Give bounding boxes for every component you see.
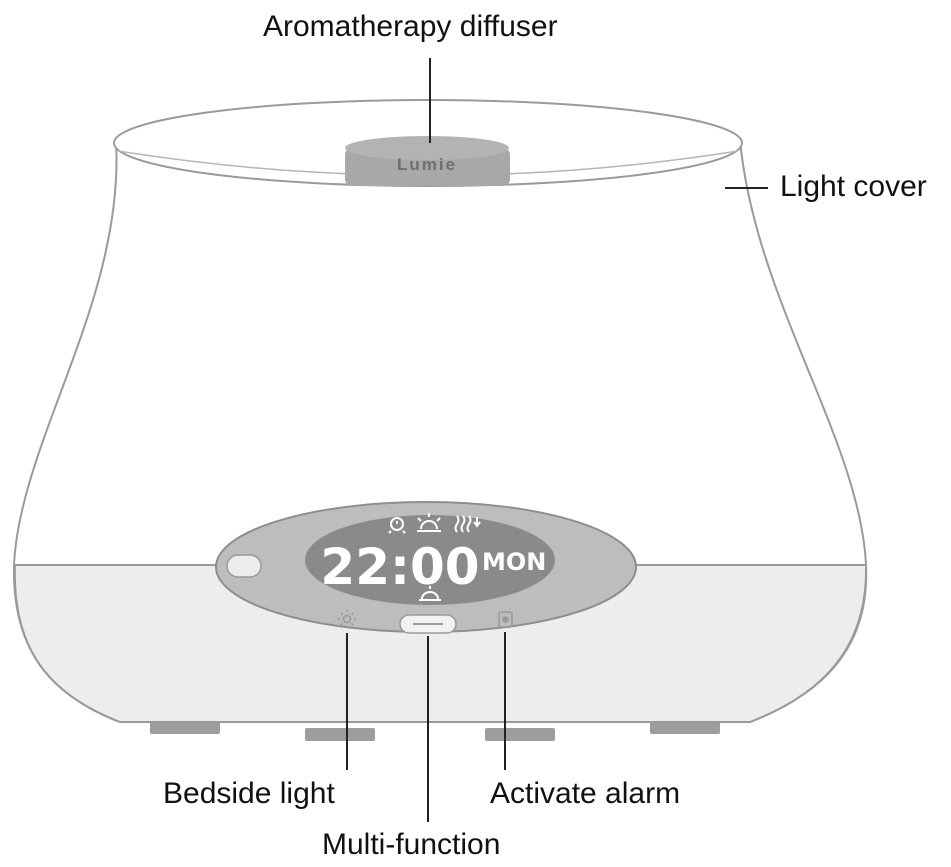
foot-center-left — [305, 728, 375, 741]
sunset-icon — [419, 586, 441, 601]
alarm-button-icon[interactable] — [498, 611, 513, 628]
label-bedside-light: Bedside light — [163, 777, 335, 810]
label-activate-alarm: Activate alarm — [490, 777, 681, 810]
device-logo: Lumie — [397, 155, 457, 174]
steam-icon — [454, 515, 481, 533]
leader-lines — [346, 58, 768, 822]
sunrise-icon — [417, 513, 441, 532]
device-feet — [150, 722, 720, 741]
label-multi-function: Multi-function — [322, 828, 501, 861]
display-screen — [305, 515, 555, 605]
side-button[interactable] — [226, 554, 262, 578]
multi-function-button[interactable] — [399, 614, 457, 634]
aromatherapy-diffuser-cap[interactable]: Lumie — [345, 136, 510, 186]
foot-right — [650, 722, 720, 734]
device-base — [13, 564, 868, 723]
foot-center-right — [485, 728, 555, 741]
light-icon[interactable] — [338, 610, 356, 628]
display-day: MON — [482, 548, 546, 576]
label-aromatherapy-diffuser: Aromatherapy diffuser — [263, 10, 558, 43]
display-time: 22:00 — [320, 538, 479, 596]
alarm-clock-icon — [388, 517, 406, 534]
label-light-cover: Light cover — [780, 170, 927, 203]
foot-left — [150, 722, 220, 734]
